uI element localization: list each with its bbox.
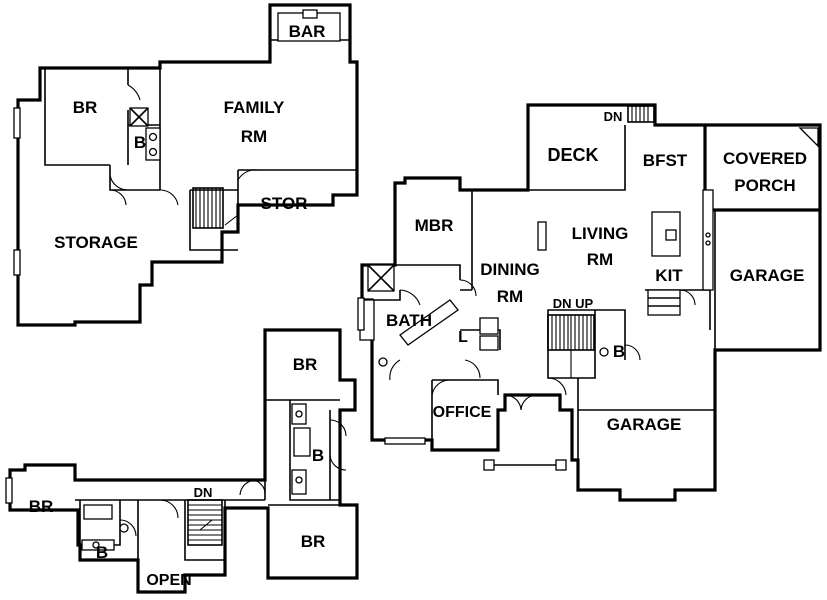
upper-level-doors: [119, 419, 347, 537]
lower-level-window: [13, 107, 21, 139]
main-level-doors: [389, 279, 696, 411]
upper-level-window: [5, 477, 13, 504]
deck-label: DECK: [547, 145, 598, 165]
pantry-counter: [647, 289, 681, 316]
laundry-washer: [479, 317, 499, 335]
storage-label: STORAGE: [54, 233, 138, 252]
deck-stairs: [627, 105, 655, 123]
dn-deck-label: DN: [604, 109, 623, 124]
lower-level-doors: [109, 84, 259, 206]
dn-up-label: DN UP: [553, 296, 594, 311]
living-room-label-line1: LIVING: [572, 224, 629, 243]
lower-level-window: [13, 249, 21, 276]
kit-label: KIT: [655, 266, 683, 285]
upper-level-plan: BR B BR DN B BR OPEN: [5, 328, 359, 594]
bar-sink: [302, 9, 318, 19]
upper-dn-label: DN: [194, 485, 213, 500]
porch-post: [483, 459, 495, 471]
family-room-label-line1: FAMILY: [224, 98, 285, 117]
upper-level-outer-wall: [8, 328, 359, 594]
office-label: OFFICE: [433, 404, 492, 421]
garage-south-label: GARAGE: [607, 415, 682, 434]
upper-bedroom-west-label: BR: [29, 497, 54, 516]
garage-east-label: GARAGE: [730, 266, 805, 285]
kitchen-cooktop: [665, 229, 677, 241]
upper-bath-tub: [293, 427, 311, 457]
upper-bedroom-south-label: BR: [301, 532, 326, 551]
fireplace: [537, 221, 547, 251]
lower-level-plan: BAR BR B FAMILY RM STOR STORAGE: [13, 3, 359, 327]
main-level-outer-wall: [360, 103, 822, 502]
upper-bath-west-label: B: [96, 543, 108, 562]
bath-main-label: BATH: [386, 311, 432, 330]
laundry-label: L: [458, 329, 468, 346]
porch-post: [555, 459, 567, 471]
covered-porch-label-line2: PORCH: [734, 176, 795, 195]
lower-level-outer-wall: [16, 3, 359, 327]
lower-level-stairs: [192, 187, 239, 229]
upper-west-bath-tub: [83, 504, 113, 520]
porch-fireplace: [798, 127, 819, 148]
bfst-label: BFST: [643, 151, 688, 170]
open-label: OPEN: [146, 572, 191, 589]
master-vanity: [399, 299, 459, 346]
main-stairs: [547, 314, 595, 378]
upper-bath-center-label: B: [312, 446, 324, 465]
mbr-label: MBR: [415, 216, 454, 235]
upper-level-stairs: [187, 499, 223, 546]
main-level-window: [357, 297, 365, 331]
covered-porch-label-line1: COVERED: [723, 149, 807, 168]
laundry-dryer: [479, 335, 499, 351]
main-level-plan: DN DECK BFST COVERED PORCH MBR LIVING RM…: [357, 103, 822, 502]
main-level-window: [384, 437, 426, 445]
upper-bedroom-north-label: BR: [293, 355, 318, 374]
dining-room-label-line2: RM: [497, 287, 523, 306]
kitchen-counter: [702, 189, 714, 291]
lower-level-interior-walls: [22, 5, 357, 251]
dining-room-label-line1: DINING: [480, 260, 540, 279]
living-room-label-line2: RM: [587, 250, 613, 269]
family-room-label-line2: RM: [241, 127, 267, 146]
lower-bath-label: B: [134, 133, 146, 152]
covered-porch-wall: [705, 123, 822, 210]
half-bath-label: B: [613, 342, 625, 361]
stor-label: STOR: [261, 194, 308, 213]
bar-label: BAR: [289, 22, 326, 41]
lower-bedroom-label: BR: [73, 98, 98, 117]
